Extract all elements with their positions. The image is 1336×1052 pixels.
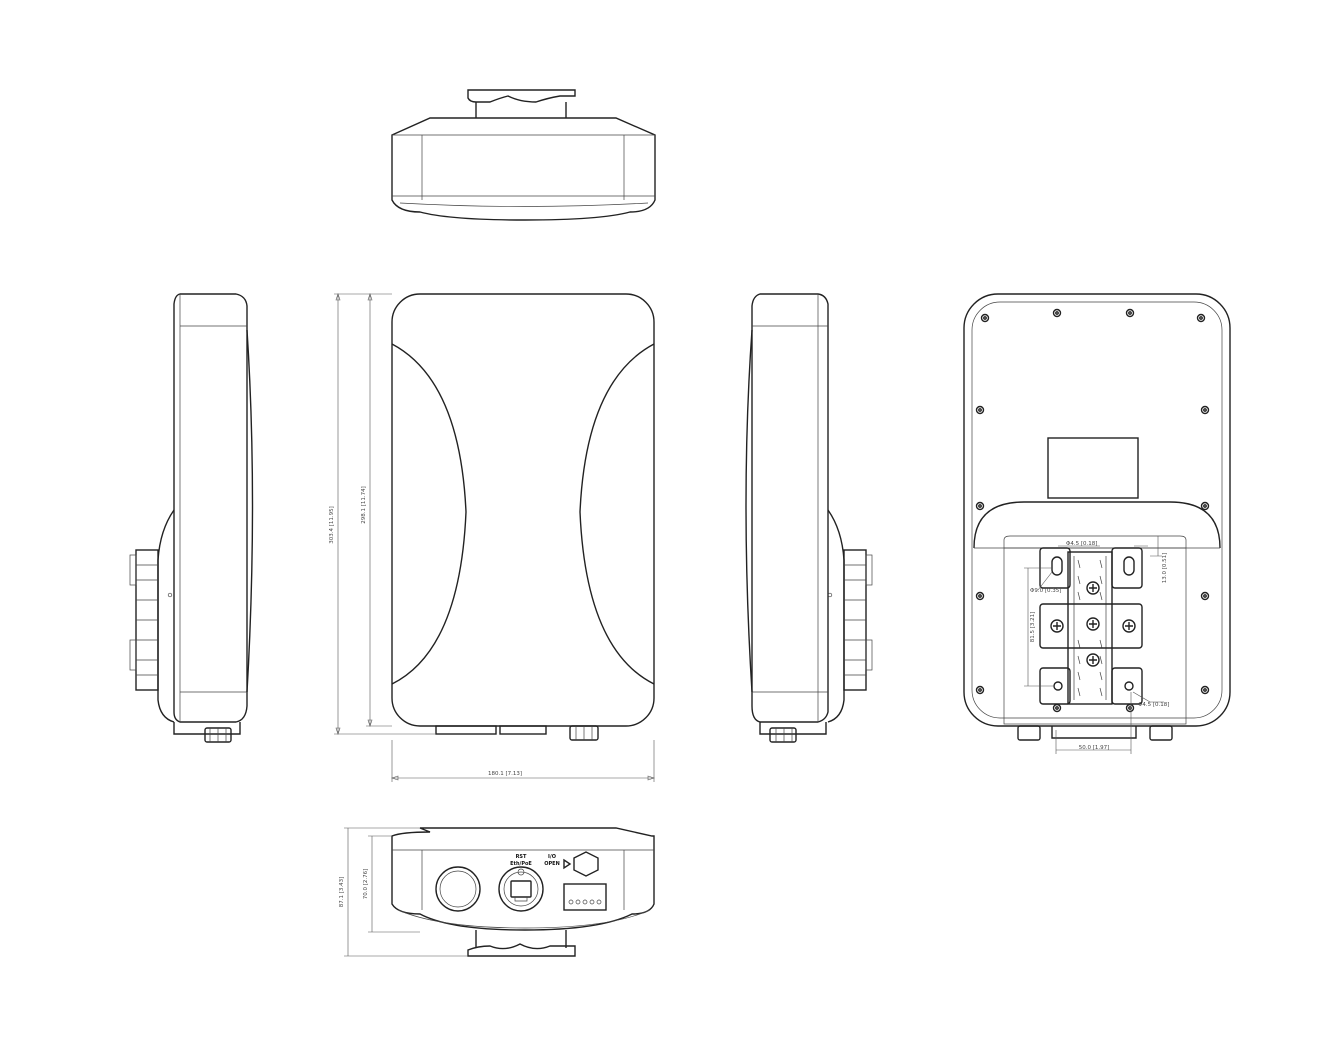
top-offset-dimension: 13.0 [0.51] bbox=[1162, 553, 1168, 584]
open-label: OPEN bbox=[544, 861, 560, 867]
top-view bbox=[391, 89, 656, 221]
io-label: I/O bbox=[548, 854, 556, 860]
depth-total-dimension: 87.1 [3.43] bbox=[339, 877, 345, 908]
horizontal-spacing-dimension: 50.0 [1.97] bbox=[1079, 745, 1110, 751]
hole-bottom-dimension: Φ4.5 [0.18] bbox=[1138, 702, 1169, 708]
back-view bbox=[963, 293, 1231, 754]
hole-top-dimension: Φ4.5 [0.18] bbox=[1066, 541, 1097, 547]
left-side-view bbox=[129, 293, 254, 743]
eth-poe-label: Eth/PoE bbox=[510, 861, 532, 867]
hole-slot-dimension: Φ9.0 [0.35] bbox=[1030, 588, 1061, 594]
width-dimension: 180.1 [7.13] bbox=[488, 771, 522, 777]
bottom-view bbox=[344, 827, 655, 957]
rst-label: RST bbox=[516, 854, 527, 860]
depth-body-dimension: 70.0 [2.76] bbox=[363, 869, 369, 900]
front-dimension-lines bbox=[334, 293, 655, 782]
right-side-view bbox=[745, 293, 873, 743]
front-view bbox=[391, 293, 655, 741]
vertical-spacing-dimension: 81.5 [3.21] bbox=[1030, 612, 1036, 643]
overall-height-dimension: 303.4 [11.95] bbox=[329, 506, 335, 544]
body-height-dimension: 298.1 [11.74] bbox=[361, 486, 367, 524]
